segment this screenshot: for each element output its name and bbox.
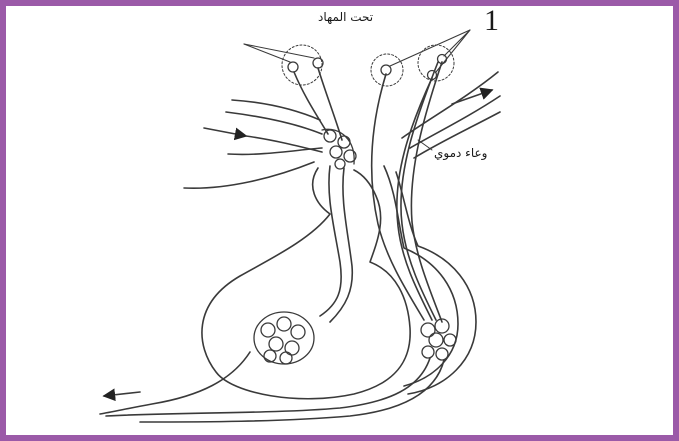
anterior-lobe (202, 168, 410, 399)
hypothalamus-pointers (244, 44, 314, 62)
blood-vessel-label: وعاء دموي (434, 146, 487, 160)
left-nucleus-region (282, 45, 323, 85)
secondary-capillary-plexus (254, 312, 314, 364)
left-neuron-axons (294, 68, 342, 140)
primary-capillary-plexus (322, 129, 356, 169)
right-neuron-axons (372, 62, 442, 322)
left-incoming-vessels (184, 100, 322, 188)
portal-vessels (320, 166, 352, 322)
number-pointers (390, 30, 470, 72)
label-number-1: 1 (484, 4, 499, 38)
hypothalamus-label: تحت المهاد (318, 10, 373, 24)
